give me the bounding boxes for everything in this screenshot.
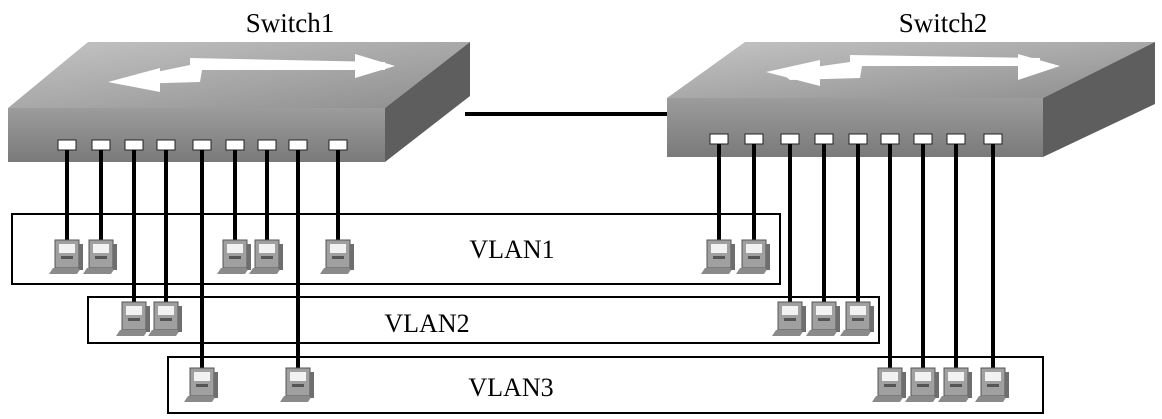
sw1-vlan1-pc-1 (49, 239, 83, 274)
sw2-vlan1-pc-2 (736, 239, 770, 274)
sw1-port-2 (91, 139, 111, 151)
sw1-vlan1-pc-2 (83, 239, 117, 274)
sw1-port-3 (124, 139, 144, 151)
switch1-side (385, 42, 470, 162)
switch2-top (667, 42, 1155, 98)
switch1-top (8, 42, 470, 108)
sw1-vlan1-pc-7 (249, 239, 283, 274)
vlan3-label: VLAN3 (468, 373, 553, 402)
sw1-vlan3-pc-8 (280, 367, 314, 402)
sw1-port-7 (257, 139, 277, 151)
sw2-vlan2-pc-5 (840, 301, 874, 336)
sw2-vlan2-pc-3 (772, 301, 806, 336)
sw1-port-6 (225, 139, 245, 151)
switch2-front (667, 98, 1043, 157)
sw2-vlan3-pc-6 (872, 367, 906, 402)
switch1-front (8, 108, 385, 162)
sw2-port-9 (983, 133, 1003, 145)
sw2-port-3 (780, 133, 800, 145)
sw2-port-5 (848, 133, 868, 145)
switch1-arrow-icon (108, 54, 395, 92)
vlan1-label: VLAN1 (469, 235, 554, 264)
sw2-port-6 (880, 133, 900, 145)
sw1-vlan1-pc-6 (217, 239, 251, 274)
sw2-vlan2-pc-4 (806, 301, 840, 336)
sw2-vlan3-pc-7 (905, 367, 939, 402)
sw1-port-5 (192, 139, 212, 151)
switch2-arrow-icon (766, 54, 1060, 86)
vlan1-box (11, 213, 781, 285)
sw1-vlan2-pc-4 (148, 301, 182, 336)
switch2 (667, 42, 1155, 157)
sw1-vlan2-pc-3 (116, 301, 150, 336)
vlan3-box (167, 356, 1044, 414)
vlan2-label: VLAN2 (384, 309, 469, 338)
switch2-label: Switch2 (899, 8, 988, 38)
sw1-port-4 (156, 139, 176, 151)
switch2-side (1043, 42, 1155, 157)
sw2-port-1 (709, 133, 729, 145)
sw2-port-8 (946, 133, 966, 145)
sw2-port-7 (913, 133, 933, 145)
sw2-port-4 (814, 133, 834, 145)
switch1-label: Switch1 (246, 8, 335, 38)
vlan2-box (87, 296, 880, 344)
sw1-port-9 (328, 139, 348, 151)
sw2-vlan3-pc-8 (938, 367, 972, 402)
sw2-vlan3-pc-9 (975, 367, 1009, 402)
sw1-vlan1-pc-9 (320, 239, 354, 274)
sw2-vlan1-pc-1 (701, 239, 735, 274)
sw1-vlan3-pc-5 (184, 367, 218, 402)
sw2-port-2 (744, 133, 764, 145)
sw1-port-8 (288, 139, 308, 151)
sw1-port-1 (57, 139, 77, 151)
switch1 (8, 42, 470, 162)
